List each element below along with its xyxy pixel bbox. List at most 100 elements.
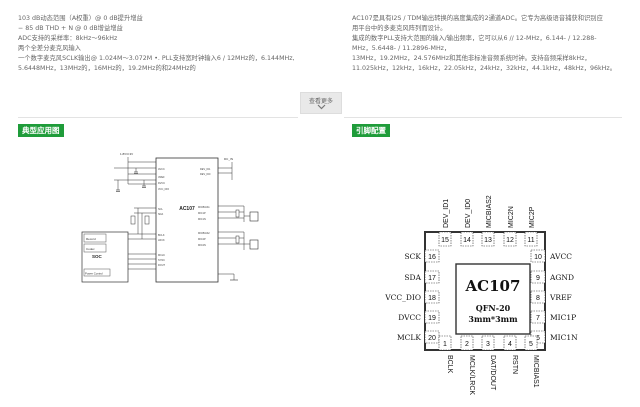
soc-box-record [83, 233, 107, 243]
svg-text:MICBIAS1: MICBIAS1 [532, 355, 539, 388]
svg-text:RSTN: RSTN [511, 355, 518, 374]
description-line: AC107是具有I2S / TDM输出转换的高度集成的2通道ADC。它专为高级语… [352, 15, 603, 22]
pinout-size: 3mm*3mm [468, 314, 518, 324]
right-pin: 6 MIC1N [530, 330, 578, 344]
svg-text:8: 8 [536, 295, 540, 302]
top-pin: 12 MIC2N [503, 206, 517, 247]
svg-text:6: 6 [536, 335, 540, 342]
svg-text:18: 18 [428, 295, 436, 302]
svg-text:MIC2P: MIC2P [198, 238, 206, 241]
see-more-label: 查看更多 [308, 98, 333, 105]
svg-text:AVCC: AVCC [549, 252, 572, 261]
left-pin: 18 VCC_DIO [384, 290, 440, 304]
feature-line: 5.6448MHz，13MHz的，16MHz的，19.2MHz的和24MHz的 [18, 65, 196, 73]
svg-text:DAT/DOUT: DAT/DOUT [489, 355, 496, 391]
svg-text:MCLK: MCLK [397, 333, 421, 342]
svg-text:MIC2N: MIC2N [198, 244, 206, 247]
svg-text:1: 1 [443, 341, 447, 348]
chevron-down-icon [317, 104, 326, 110]
exposed-pad [455, 263, 531, 335]
pin-configuration-title: 引脚配置 [352, 124, 390, 137]
svg-text:14: 14 [463, 237, 471, 244]
soc-box-label: Codec [86, 247, 95, 251]
description-line: 集成的数字PLL支持大范围的输入/输出频率，它可以从6 // 12-MHz，6.… [352, 35, 597, 43]
svg-text:SDA: SDA [158, 213, 163, 216]
schematic-chip-label: AC107 [179, 206, 195, 212]
bottom-pin: 3 DAT/DOUT [481, 335, 496, 391]
svg-text:LRCK: LRCK [158, 239, 165, 242]
svg-text:BCLK: BCLK [446, 355, 453, 374]
svg-text:MICBIAS2: MICBIAS2 [198, 232, 210, 235]
supply-label: 1.8V/3.3V [120, 152, 133, 156]
svg-text:11: 11 [527, 237, 534, 244]
right-pin: 9 AGND [530, 270, 574, 284]
svg-text:16: 16 [428, 254, 436, 261]
svg-text:7: 7 [536, 315, 540, 322]
svg-text:12: 12 [506, 237, 514, 244]
soc-box-label: Record [86, 237, 96, 241]
see-more-button[interactable]: 查看更多 [300, 92, 342, 114]
bottom-pin: 1 BCLK [438, 335, 453, 374]
feature-list: 103 dB动态范围（A权重）@ 0 dB提升增益 − 85 dB THD + … [18, 14, 308, 75]
svg-text:15: 15 [441, 237, 449, 244]
svg-text:VCC_DIO: VCC_DIO [158, 188, 169, 191]
svg-text:17: 17 [428, 275, 436, 282]
svg-text:AVCC: AVCC [158, 168, 165, 171]
svg-text:DEV_ID1: DEV_ID1 [200, 168, 211, 171]
pin-configuration-diagram: AC107 QFN-20 3mm*3mm 15 DEV_ID1 14 DEV_I… [384, 195, 578, 395]
bottom-pin: 2 MCLK/LRCK [460, 335, 475, 395]
svg-text:VREF: VREF [549, 293, 572, 302]
typical-application-schematic: AC107 SOC Record Codec Power Control 1.8… [81, 152, 259, 283]
left-pin: 19 DVCC [398, 310, 440, 324]
svg-text:DVCC: DVCC [398, 313, 421, 322]
svg-text:MIC1N: MIC1N [198, 218, 206, 221]
svg-text:MIC2N: MIC2N [508, 206, 515, 228]
product-description: AC107是具有I2S / TDM输出转换的高度集成的2通道ADC。它专为高级语… [352, 14, 632, 75]
svg-text:MCLK/LRCK: MCLK/LRCK [468, 355, 475, 395]
left-pin: 17 SDA [404, 270, 440, 284]
mic1-symbol [249, 211, 259, 222]
section-divider [18, 117, 298, 118]
svg-text:MIC1P: MIC1P [550, 313, 576, 322]
right-pin: 10 AVCC [530, 249, 572, 263]
svg-text:DVCC: DVCC [158, 182, 165, 185]
svg-text:MICBIAS2: MICBIAS2 [486, 195, 493, 228]
svg-text:10: 10 [534, 254, 542, 261]
dc-in-label: DC_IN [224, 157, 233, 161]
schematic-soc-label: SOC [92, 254, 103, 259]
left-pin: 20 MCLK [397, 330, 440, 344]
svg-text:SCL: SCL [158, 208, 163, 211]
soc-box-codec [83, 243, 107, 253]
svg-text:SCK: SCK [405, 252, 422, 261]
pinout-chip-name: AC107 [465, 277, 521, 295]
svg-text:MIC2P: MIC2P [529, 206, 536, 228]
svg-text:MCLK: MCLK [158, 254, 165, 257]
bottom-pin: 4 RSTN [503, 335, 518, 374]
feature-line: 两个全差分麦克风输入 [18, 45, 81, 53]
svg-text:SDA: SDA [404, 273, 421, 282]
mic2-symbol [249, 239, 259, 250]
svg-text:DEV_ID1: DEV_ID1 [443, 199, 450, 228]
svg-text:BCLK: BCLK [158, 234, 165, 237]
svg-text:20: 20 [428, 335, 436, 342]
svg-text:MIC1P: MIC1P [198, 212, 206, 215]
right-pin: 7 MIC1P [530, 310, 576, 324]
svg-text:VCC_DIO: VCC_DIO [384, 293, 421, 302]
description-line: 11.025kHz，12kHz，16kHz，22.05kHz，24kHz，32k… [352, 65, 617, 73]
soc-box-label: Power Control [85, 272, 103, 276]
right-pin: 8 VREF [530, 290, 572, 304]
feature-line: 一个数字麦克风SCLK输出@ 1.024M～3.072M •. PLL支持宽时钟… [18, 55, 295, 63]
feature-line: − 85 dB THD + N @ 0 dB增益增益 [18, 25, 123, 33]
description-line: 13MHz，19.2MHz，24.576MHz和其他非标准音频系统时钟。支持音频… [352, 55, 591, 63]
bottom-pin: 5 MICBIAS1 [524, 335, 539, 388]
top-pin: 14 DEV_ID0 [460, 199, 474, 247]
soc-box-power [83, 268, 111, 277]
left-pin: 16 SCK [405, 249, 440, 263]
section-divider [344, 117, 622, 118]
svg-text:MIC1N: MIC1N [550, 333, 578, 342]
top-pin: 13 MICBIAS2 [481, 195, 495, 247]
svg-text:VREF: VREF [158, 176, 165, 179]
svg-text:3: 3 [486, 341, 490, 348]
svg-text:2: 2 [465, 341, 469, 348]
top-pin: 15 DEV_ID1 [438, 199, 452, 247]
